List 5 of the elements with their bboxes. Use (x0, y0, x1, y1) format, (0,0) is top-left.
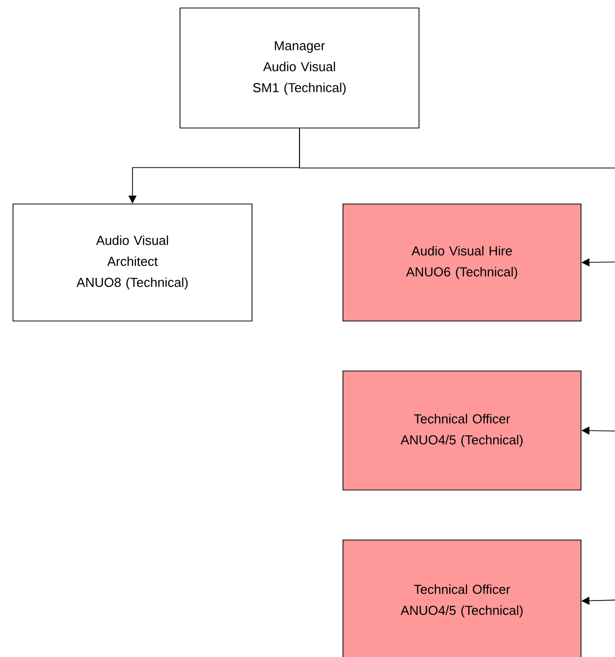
role-box: Audio Visual Hire ANUO6 (Technical) (342, 204, 582, 322)
role-box: Technical Officer ANUO4/5 (Technical) (342, 370, 582, 490)
role-box: Technical Officer ANUO4/5 (Technical) (342, 540, 582, 657)
role-box: Manager Audio Visual SM1 (Technical) (180, 8, 420, 128)
role-box: Audio Visual Architect ANUO8 (Technical) (12, 204, 252, 322)
